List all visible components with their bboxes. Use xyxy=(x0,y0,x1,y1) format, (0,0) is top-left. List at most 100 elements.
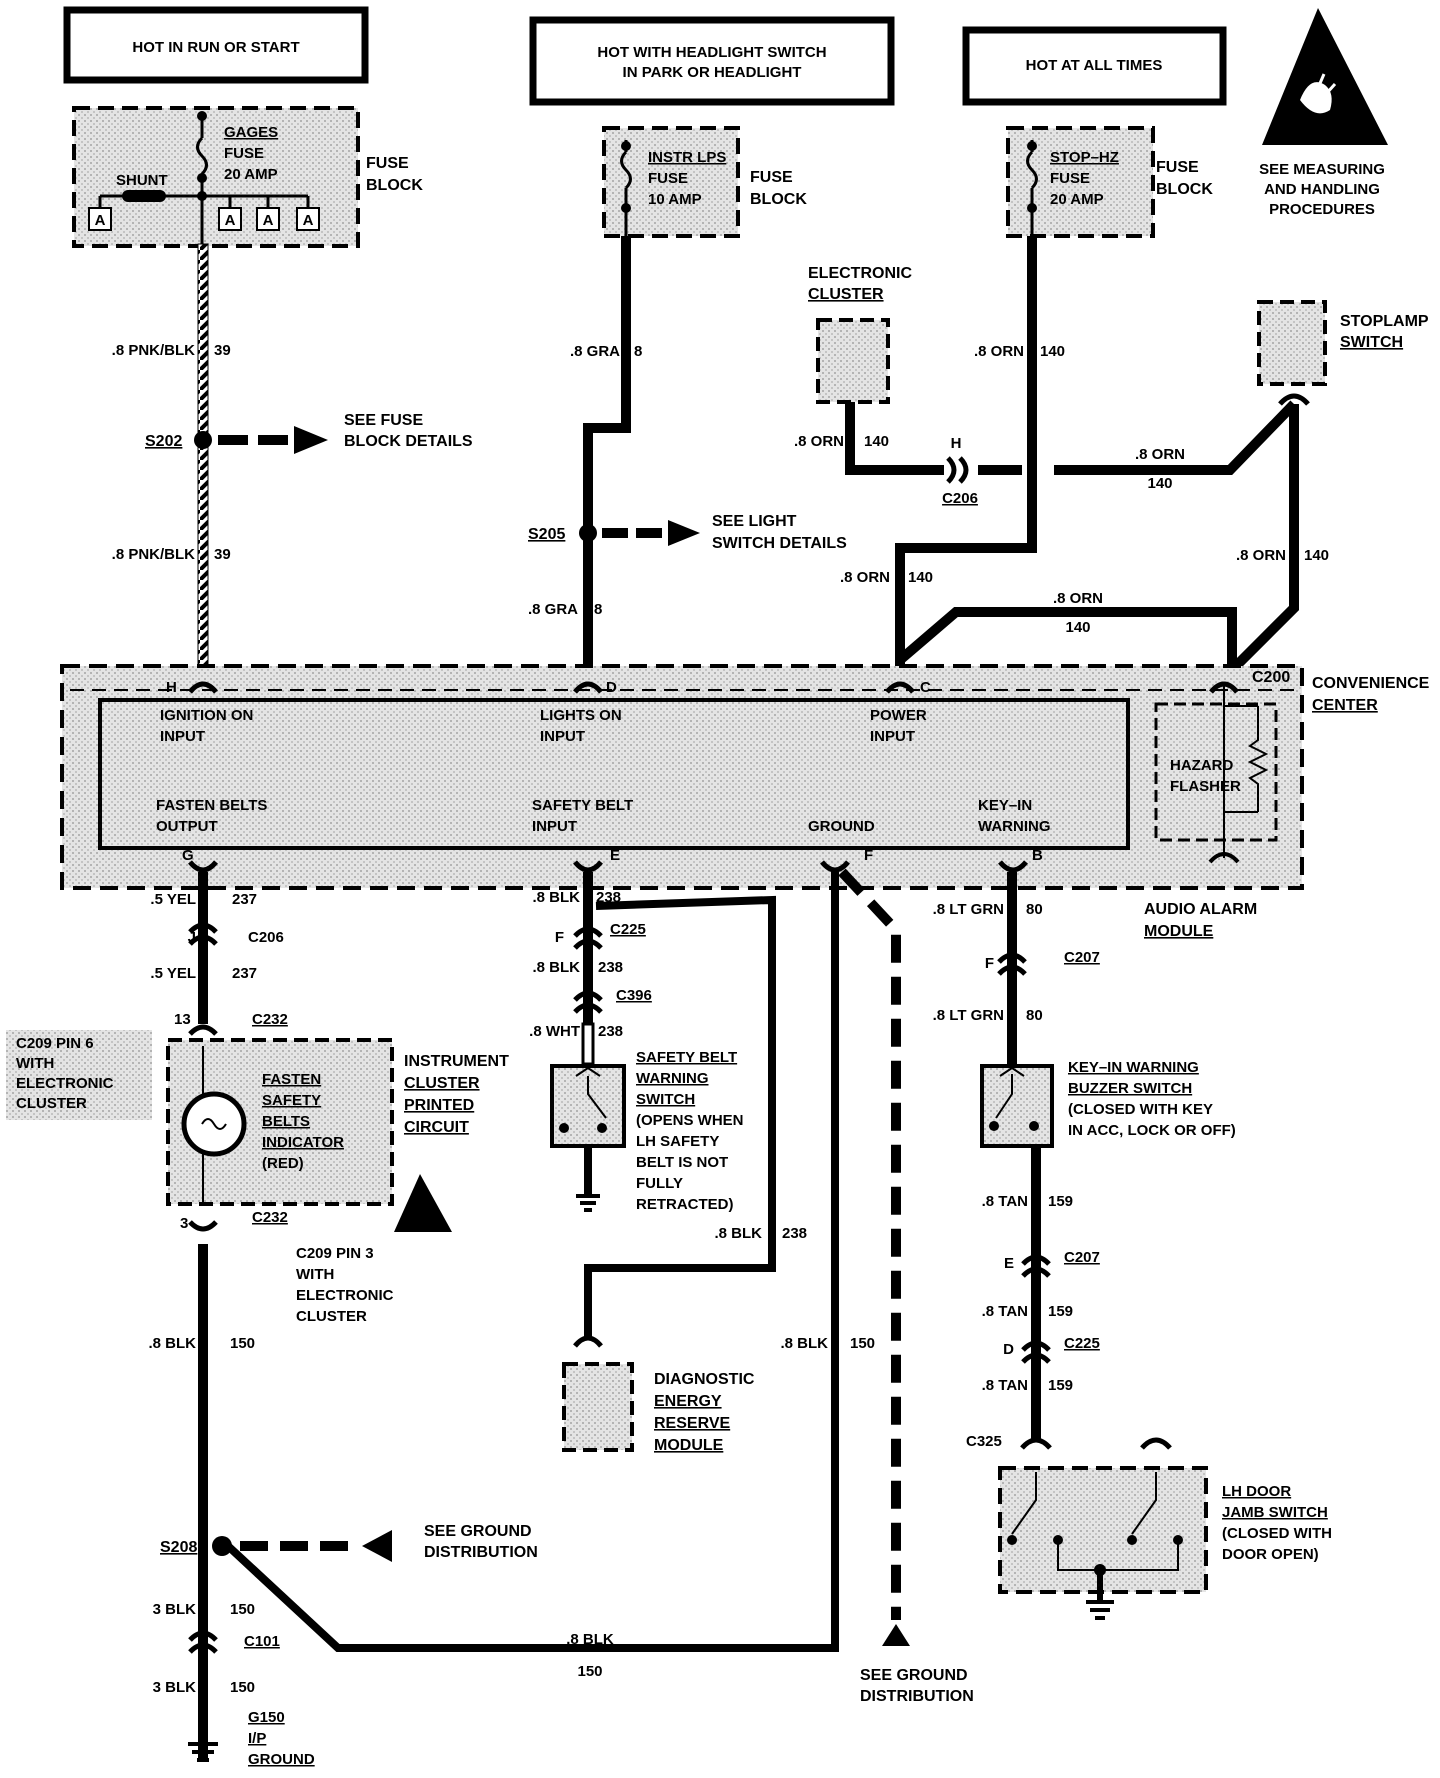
safety-belt-switch: SAFETY BELT WARNING SWITCH (OPENS WHEN L… xyxy=(550,1049,744,1213)
esd-note: SEE MEASURING AND HANDLING PROCEDURES xyxy=(1259,161,1385,218)
power-box-headlight: HOT WITH HEADLIGHT SWITCH IN PARK OR HEA… xyxy=(529,16,895,106)
reference-ground-left: SEE GROUND xyxy=(424,1523,532,1540)
svg-text:C101: C101 xyxy=(244,1633,280,1650)
fuse-icon xyxy=(196,136,208,176)
svg-text:13: 13 xyxy=(174,1011,191,1028)
svg-text:140: 140 xyxy=(1304,547,1329,564)
svg-text:C206: C206 xyxy=(942,490,978,507)
svg-text:A: A xyxy=(303,212,314,229)
reference-fuse-block: SEE FUSE xyxy=(344,412,423,429)
svg-text:.8 BLK: .8 BLK xyxy=(780,1335,828,1352)
splice-s202: S202 SEE FUSE BLOCK DETAILS xyxy=(145,412,473,454)
svg-text:.8 LT GRN: .8 LT GRN xyxy=(933,901,1004,918)
svg-text:ELECTRONIC: ELECTRONIC xyxy=(16,1075,114,1092)
electronic-cluster: ELECTRONIC CLUSTER xyxy=(808,265,912,404)
svg-text:.8 WHT: .8 WHT xyxy=(529,1023,580,1040)
svg-text:.8 GRA: .8 GRA xyxy=(570,343,620,360)
svg-text:SAFETY BELT: SAFETY BELT xyxy=(636,1049,737,1066)
reference-ground-left: DISTRIBUTION xyxy=(424,1544,538,1561)
svg-text:C232: C232 xyxy=(252,1011,288,1028)
fuse-block-label: FUSE xyxy=(750,169,793,186)
svg-text:80: 80 xyxy=(1026,1007,1043,1024)
hazard-flasher: HAZARD FLASHER xyxy=(1154,682,1278,864)
svg-text:C207: C207 xyxy=(1064,949,1100,966)
fuse-name: STOP–HZ xyxy=(1050,149,1119,166)
svg-text:G150: G150 xyxy=(248,1709,285,1726)
fuse-name: INSTR LPS xyxy=(648,149,726,166)
reference-light-switch: SWITCH DETAILS xyxy=(712,535,847,552)
svg-text:BELTS: BELTS xyxy=(262,1113,310,1130)
fuse-label: FUSE xyxy=(224,145,264,162)
fuse-block-gages: A A A A GAGES FUSE 20 AMP SHUNT FUSE BLO… xyxy=(72,106,423,248)
svg-text:150: 150 xyxy=(230,1679,255,1696)
svg-text:238: 238 xyxy=(596,889,621,906)
svg-text:CLUSTER: CLUSTER xyxy=(404,1075,480,1092)
svg-text:SEE GROUND: SEE GROUND xyxy=(860,1667,968,1684)
splice-s205: S205 SEE LIGHT SWITCH DETAILS xyxy=(528,513,847,552)
svg-text:SAFETY BELT: SAFETY BELT xyxy=(532,797,633,814)
svg-text:A: A xyxy=(95,212,106,229)
ground-g150: G150 I/P GROUND xyxy=(188,1709,315,1768)
fuse-name: GAGES xyxy=(224,124,278,141)
svg-text:C206: C206 xyxy=(248,929,284,946)
audio-alarm-label: MODULE xyxy=(1144,923,1214,940)
svg-text:GROUND: GROUND xyxy=(248,1751,315,1768)
svg-text:WARNING: WARNING xyxy=(978,818,1051,835)
svg-text:DIAGNOSTIC: DIAGNOSTIC xyxy=(654,1371,755,1388)
svg-text:WARNING: WARNING xyxy=(636,1070,709,1087)
wire-labels-bottom: .5 YEL 237 .5 YEL 237 .8 BLK 238 .8 BLK … xyxy=(148,889,1073,1696)
shunt-label: SHUNT xyxy=(116,172,168,189)
svg-text:(CLOSED WITH KEY: (CLOSED WITH KEY xyxy=(1068,1101,1213,1118)
svg-text:.8 ORN: .8 ORN xyxy=(1053,590,1103,607)
svg-text:C207: C207 xyxy=(1064,1249,1100,1266)
svg-text:140: 140 xyxy=(864,433,889,450)
fuse-rating: 20 AMP xyxy=(1050,191,1104,208)
connector-labels: J C206 13 C232 3 C232 F C225 C396 F C207… xyxy=(174,921,1100,1650)
svg-text:159: 159 xyxy=(1048,1193,1073,1210)
svg-text:8: 8 xyxy=(634,343,642,360)
module-pins: H IGNITION ON INPUT D LIGHTS ON INPUT C … xyxy=(156,679,1051,864)
svg-text:.8 PNK/BLK: .8 PNK/BLK xyxy=(112,546,196,563)
svg-text:159: 159 xyxy=(1048,1377,1073,1394)
svg-text:.8 BLK: .8 BLK xyxy=(148,1335,196,1352)
svg-text:237: 237 xyxy=(232,965,257,982)
arrow-left-icon xyxy=(362,1530,392,1562)
svg-text:.8 TAN: .8 TAN xyxy=(982,1193,1028,1210)
svg-text:WITH: WITH xyxy=(296,1266,334,1283)
svg-text:238: 238 xyxy=(598,1023,623,1040)
reference-light-switch: SEE LIGHT xyxy=(712,513,797,530)
svg-text:I/P: I/P xyxy=(248,1730,266,1747)
svg-text:KEY–IN: KEY–IN xyxy=(978,797,1032,814)
svg-text:.8 PNK/BLK: .8 PNK/BLK xyxy=(112,342,196,359)
electronic-cluster-label: ELECTRONIC xyxy=(808,265,912,282)
power-box-run-start: HOT IN RUN OR START xyxy=(63,6,369,84)
svg-text:KEY–IN WARNING: KEY–IN WARNING xyxy=(1068,1059,1199,1076)
power-box-run-start-label: HOT IN RUN OR START xyxy=(132,39,299,56)
reference-ground-bottom: SEE GROUND DISTRIBUTION xyxy=(860,1667,974,1705)
svg-text:(CLOSED WITH: (CLOSED WITH xyxy=(1222,1525,1332,1542)
svg-text:IGNITION ON: IGNITION ON xyxy=(160,707,253,724)
svg-text:80: 80 xyxy=(1026,901,1043,918)
svg-text:H: H xyxy=(166,679,177,696)
instrument-cluster-label: INSTRUMENT CLUSTER PRINTED CIRCUIT xyxy=(404,1053,509,1136)
svg-text:E: E xyxy=(1004,1255,1014,1272)
switch-icon xyxy=(1011,1472,1037,1535)
fuse-block-label: BLOCK xyxy=(1156,181,1213,198)
svg-text:J: J xyxy=(188,929,196,946)
fasten-belts-indicator: FASTEN SAFETY BELTS INDICATOR (RED) xyxy=(166,1038,394,1206)
svg-text:ELECTRONIC: ELECTRONIC xyxy=(296,1287,394,1304)
svg-text:IN ACC, LOCK OR OFF): IN ACC, LOCK OR OFF) xyxy=(1068,1122,1236,1139)
svg-text:C225: C225 xyxy=(1064,1335,1100,1352)
wire-orn-cluster xyxy=(845,402,944,475)
svg-text:INPUT: INPUT xyxy=(540,728,585,745)
svg-text:C: C xyxy=(920,679,931,696)
electronic-cluster-label: CLUSTER xyxy=(808,286,884,303)
resistor-icon xyxy=(1247,706,1269,812)
svg-text:.8 ORN: .8 ORN xyxy=(840,569,890,586)
switch-icon xyxy=(1131,1472,1157,1535)
svg-text:.5 YEL: .5 YEL xyxy=(150,891,196,908)
convenience-center-label: CONVENIENCE xyxy=(1312,675,1430,692)
arrow-up-icon xyxy=(882,1624,910,1646)
svg-text:B: B xyxy=(1032,847,1043,864)
svg-text:INPUT: INPUT xyxy=(870,728,915,745)
